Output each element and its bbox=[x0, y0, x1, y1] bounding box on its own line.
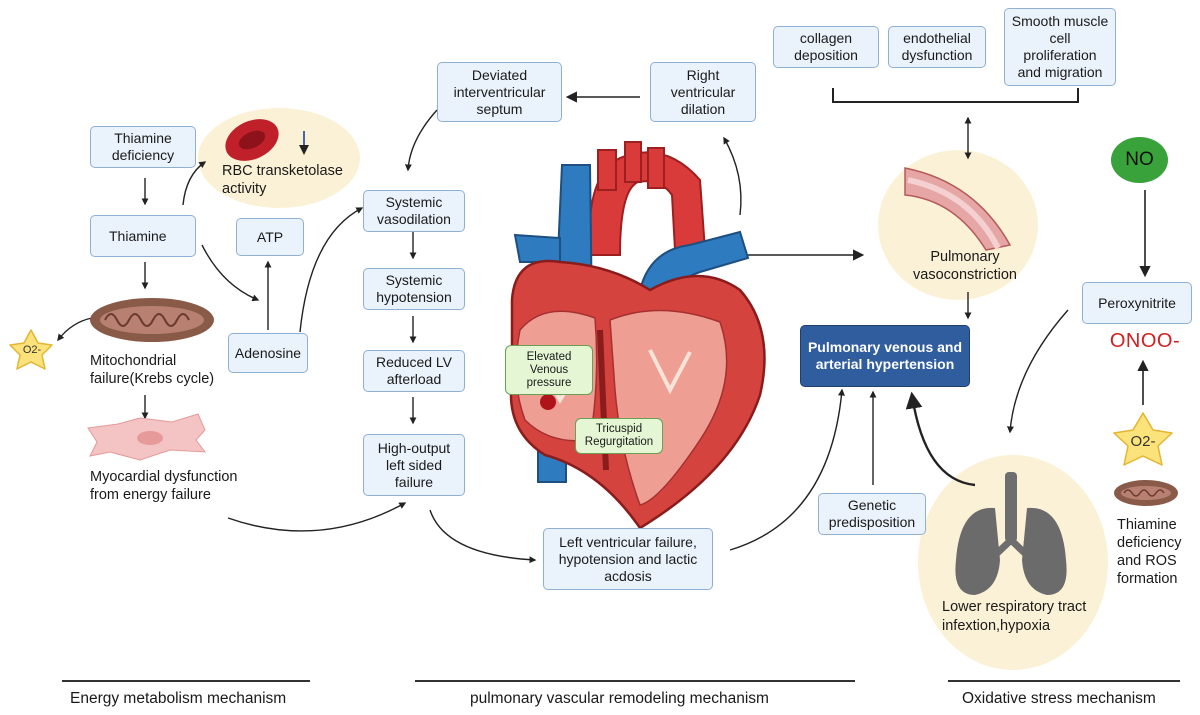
atp-box: ATP bbox=[236, 218, 304, 256]
arrow-heart-rv bbox=[723, 136, 742, 216]
adenosine-box: Adenosine bbox=[228, 333, 308, 373]
arrow-deviated-vasodilation bbox=[404, 109, 438, 172]
cardiomyocyte-icon bbox=[87, 413, 207, 461]
arrow-thiamine-adenosine bbox=[201, 244, 260, 302]
onoo-label: ONOO- bbox=[1109, 330, 1181, 352]
lower-respiratory-label: Lower respiratory tract infextion,hypoxi… bbox=[942, 599, 1087, 634]
rbc-highlight-circle bbox=[198, 108, 360, 208]
thiamine-box: Thiamine bbox=[90, 215, 196, 257]
thiamine-ros-label: Thiamine deficiency and ROS formation bbox=[1117, 517, 1182, 587]
reduced-lv-afterload-box: Reduced LV afterload bbox=[363, 350, 465, 392]
arrow-lvfailure-hypertension bbox=[729, 388, 845, 551]
deviated-septum-box: Deviated interventricular septum bbox=[437, 62, 562, 122]
mitochondrial-failure-label: Mitochondrial failure(Krebs cycle) bbox=[90, 353, 215, 387]
rbc-label: RBC transketolase activity bbox=[222, 163, 343, 197]
footer-rule-energy bbox=[62, 680, 310, 682]
superoxide-left-label: O2- bbox=[22, 344, 42, 356]
lungs-icon bbox=[955, 472, 1067, 595]
arrow-myocardial-highoutput bbox=[227, 502, 407, 532]
pulmonary-vasoconstriction-label: Pulmonary vasoconstriction bbox=[913, 249, 1017, 283]
genetic-predisposition-box: Genetic predisposition bbox=[818, 493, 926, 535]
arrow-thiamine-rbc bbox=[182, 161, 207, 206]
arrow-highoutput-lvfailure bbox=[429, 509, 537, 564]
elevated-venous-pressure-callout: Elevated Venous pressure bbox=[505, 345, 593, 395]
arrow-adenosine-vasodilation bbox=[299, 207, 364, 333]
smooth-muscle-box: Smooth muscle cell proliferation and mig… bbox=[1004, 8, 1116, 86]
arrow-mito-o2 bbox=[57, 317, 93, 342]
footer-pulmonary-label: pulmonary vascular remodeling mechanism bbox=[470, 690, 769, 707]
pulmonary-hypertension-box: Pulmonary venous and arterial hypertensi… bbox=[800, 325, 970, 387]
tricuspid-regurgitation-callout: Tricuspid Regurgitation bbox=[575, 418, 663, 454]
collagen-box: collagen deposition bbox=[773, 26, 879, 68]
high-output-failure-box: High-output left sided failure bbox=[363, 434, 465, 496]
peroxynitrite-box: Peroxynitrite bbox=[1082, 282, 1192, 324]
endothelial-box: endothelial dysfunction bbox=[888, 26, 986, 68]
superoxide-star-left-icon bbox=[9, 329, 53, 370]
myocardial-dysfunction-label: Myocardial dysfunction from energy failu… bbox=[90, 469, 238, 503]
footer-rule-oxidative bbox=[948, 680, 1180, 682]
thiamine-label: Thiamine bbox=[109, 227, 167, 244]
arrow-lungs-hypertension bbox=[905, 391, 976, 487]
superoxide-right-label: O2- bbox=[1130, 433, 1156, 450]
rbc-icon bbox=[225, 119, 279, 161]
rv-dilation-box: Right ventricular dilation bbox=[650, 62, 756, 122]
nitric-oxide-label: NO bbox=[1125, 149, 1154, 170]
mitochondria-icon bbox=[90, 298, 214, 342]
systemic-hypotension-box: Systemic hypotension bbox=[363, 268, 465, 310]
footer-energy-label: Energy metabolism mechanism bbox=[70, 690, 287, 707]
bracket-remodeling bbox=[832, 88, 1079, 103]
thiamine-deficiency-box: Thiamine deficiency bbox=[90, 126, 196, 168]
nitric-oxide-badge: NO bbox=[1111, 137, 1168, 183]
systemic-vasodilation-box: Systemic vasodilation bbox=[363, 190, 465, 232]
mitochondria-small-icon bbox=[1114, 480, 1178, 506]
pulmonary-vessel-icon bbox=[904, 167, 1012, 251]
lv-failure-box: Left ventricular failure, hypotension an… bbox=[543, 528, 713, 590]
heart-illustration bbox=[509, 141, 766, 530]
arrow-peroxynitrite-lungs bbox=[1006, 309, 1069, 434]
footer-rule-pulmonary bbox=[415, 680, 855, 682]
footer-oxidative-label: Oxidative stress mechanism bbox=[962, 690, 1156, 707]
superoxide-star-right-icon bbox=[1113, 412, 1173, 466]
